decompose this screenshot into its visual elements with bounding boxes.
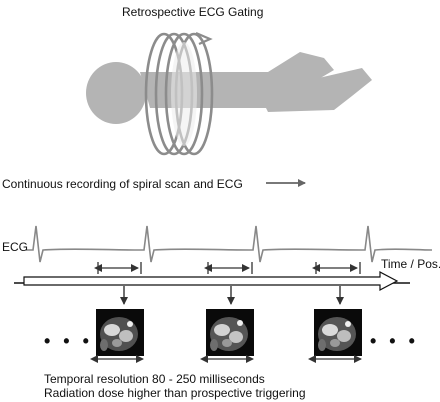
continuous-recording-label: Continuous recording of spiral scan and … — [2, 177, 243, 191]
time-axis-arrow — [14, 271, 410, 291]
gating-window-2 — [204, 262, 253, 274]
gating-window-3 — [312, 262, 361, 274]
ct-heart-image-icon — [96, 309, 144, 356]
ellipsis-right: • • • — [370, 331, 419, 351]
ecg-label: ECG — [2, 240, 29, 254]
temporal-resolution-text: Temporal resolution 80 - 250 millisecond… — [44, 372, 265, 386]
time-position-axis-label: Time / Pos. — [381, 257, 440, 271]
gating-window-1 — [94, 262, 142, 274]
diagram-title: Retrospective ECG Gating — [122, 5, 264, 19]
ct-heart-image-icon — [206, 309, 254, 356]
ellipsis-left: • • • — [44, 331, 93, 351]
ct-heart-image-icon — [314, 309, 362, 356]
ecg-trace — [26, 225, 433, 263]
radiation-dose-text: Radiation dose higher than prospective t… — [44, 386, 306, 400]
scanner-spiral-back — [171, 42, 197, 146]
patient-silhouette-icon — [86, 52, 372, 124]
